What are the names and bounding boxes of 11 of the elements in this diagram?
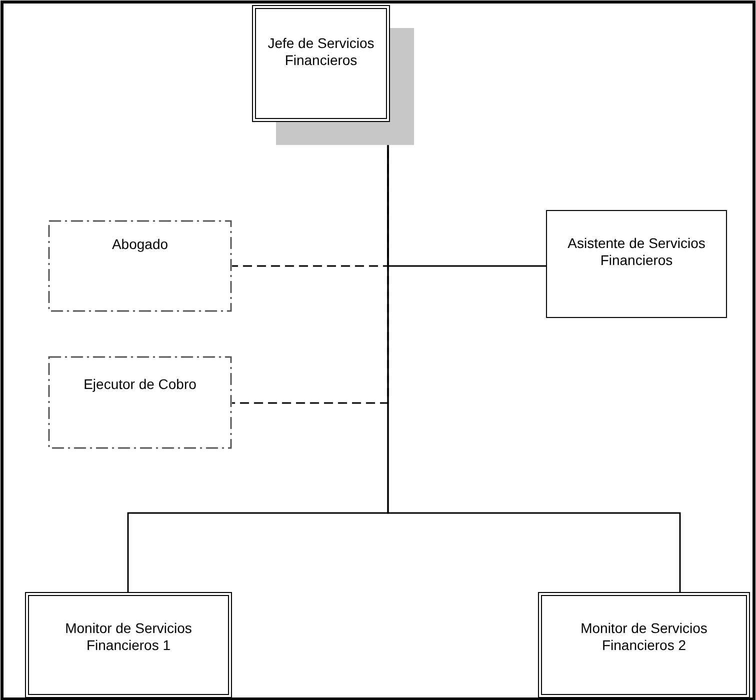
box-label: Ejecutor de Cobro [84,376,196,393]
box-label: Abogado [112,236,168,252]
box-label: Monitor de Servicios Financieros 2 [580,620,708,654]
org-chart-box [48,356,232,449]
org-chart-box [538,592,750,698]
box-label: Monitor de Servicios Financieros 1 [64,620,193,654]
box-label: Asistente de Servicios Financieros [566,235,706,269]
box-label: Jefe de Servicios Financieros [266,34,376,68]
org-chart-box [546,210,727,318]
org-chart-box [25,592,232,698]
org-chart-box [48,220,232,312]
